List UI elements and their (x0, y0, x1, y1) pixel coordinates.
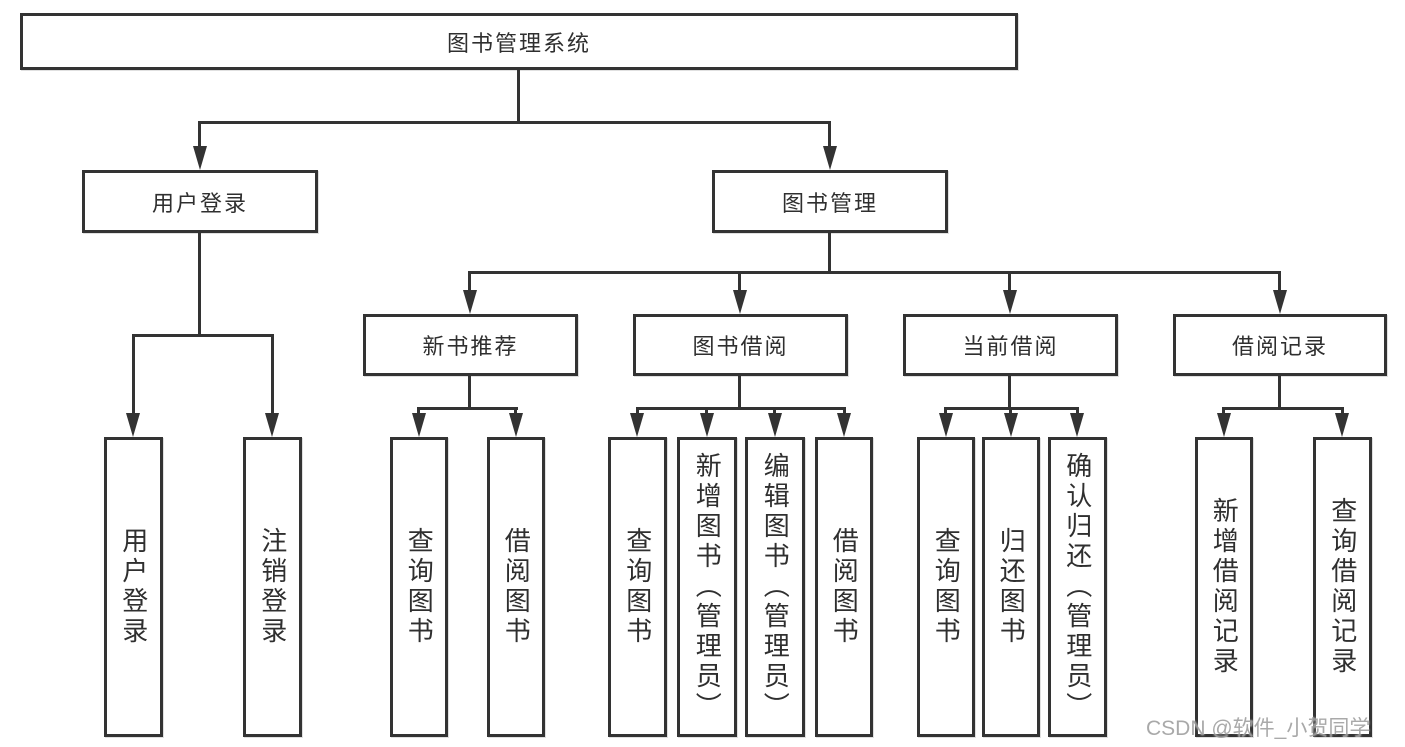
connector-arrowhead (630, 413, 644, 437)
connector-line (417, 407, 420, 416)
node-label: 查询图书 (404, 527, 435, 647)
node-leaf-borrow-books-2: 借阅图书 (815, 437, 873, 737)
connector-line (514, 407, 517, 416)
node-label: 查询借阅记录 (1327, 497, 1358, 677)
connector-line (1009, 407, 1012, 416)
node-book-management: 图书管理 (712, 170, 948, 233)
connector-arrowhead (193, 146, 207, 170)
connector-arrowhead (1004, 413, 1018, 437)
node-label: 查询图书 (931, 527, 962, 647)
node-label: 图书管理 (781, 190, 878, 216)
connector-line (1008, 374, 1011, 410)
connector-arrowhead (837, 413, 851, 437)
connector-line (773, 407, 776, 416)
connector-arrowhead (509, 413, 523, 437)
node-leaf-add-book-admin: 新增图书（管理员） (677, 437, 737, 737)
node-label: 编辑图书（管理员） (760, 452, 791, 722)
node-leaf-return-book: 归还图书 (982, 437, 1040, 737)
connector-arrowhead (126, 413, 140, 437)
connector-line (738, 374, 741, 410)
node-borrowing-records: 借阅记录 (1173, 314, 1387, 376)
watermark: CSDN @软件_小贺同学 (1146, 717, 1371, 740)
connector-arrowhead (265, 413, 279, 437)
node-label: 新书推荐 (422, 334, 519, 359)
node-leaf-query-books-3: 查询图书 (917, 437, 975, 737)
connector-line (468, 271, 1281, 274)
connector-line (132, 334, 274, 337)
connector-arrowhead (1217, 413, 1231, 437)
node-leaf-query-books-2: 查询图书 (608, 437, 667, 737)
node-label: 借阅记录 (1231, 334, 1328, 359)
connector-line (417, 407, 518, 410)
connector-line (738, 271, 741, 293)
connector-line (468, 271, 471, 293)
node-leaf-add-borrow-record: 新增借阅记录 (1195, 437, 1253, 737)
connector-line (198, 231, 201, 337)
node-leaf-confirm-return-admin: 确认归还（管理员） (1048, 437, 1107, 737)
connector-line (636, 407, 846, 410)
node-book-borrowing: 图书借阅 (633, 314, 848, 376)
connector-line (198, 121, 201, 149)
connector-line (132, 334, 135, 415)
node-label: 借阅图书 (501, 527, 532, 647)
node-leaf-borrow-books-1: 借阅图书 (487, 437, 545, 737)
node-label: 新增图书（管理员） (692, 452, 723, 722)
node-library-management-system: 图书管理系统 (20, 13, 1018, 70)
node-leaf-query-borrow-record: 查询借阅记录 (1313, 437, 1372, 737)
connector-line (944, 407, 947, 416)
connector-line (517, 68, 520, 124)
node-label: 归还图书 (996, 527, 1027, 647)
connector-line (1341, 407, 1344, 416)
node-label: 用户登录 (151, 190, 248, 216)
node-label: 确认归还（管理员） (1062, 452, 1093, 722)
connector-line (828, 231, 831, 273)
connector-arrowhead (733, 290, 747, 314)
connector-line (636, 407, 639, 416)
node-leaf-query-books-1: 查询图书 (390, 437, 448, 737)
connector-line (705, 407, 708, 416)
node-label: 用户登录 (118, 527, 149, 647)
connector-line (1008, 271, 1011, 293)
connector-line (468, 374, 471, 410)
node-label: 图书管理系统 (446, 30, 591, 56)
node-label: 当前借阅 (962, 334, 1059, 359)
connector-arrowhead (768, 413, 782, 437)
connector-line (828, 121, 831, 149)
connector-arrowhead (463, 290, 477, 314)
node-label: 图书借阅 (692, 334, 789, 359)
connector-arrowhead (412, 413, 426, 437)
node-leaf-logout: 注销登录 (243, 437, 302, 737)
connector-arrowhead (1003, 290, 1017, 314)
node-user-login: 用户登录 (82, 170, 318, 233)
connector-arrowhead (700, 413, 714, 437)
connector-line (1278, 374, 1281, 410)
connector-line (1278, 271, 1281, 293)
connector-arrowhead (1335, 413, 1349, 437)
connector-line (843, 407, 846, 416)
connector-line (271, 334, 274, 415)
node-current-borrowing: 当前借阅 (903, 314, 1118, 376)
connector-arrowhead (939, 413, 953, 437)
node-label: 注销登录 (257, 527, 288, 647)
node-leaf-edit-book-admin: 编辑图书（管理员） (745, 437, 805, 737)
connector-arrowhead (1273, 290, 1287, 314)
node-label: 查询图书 (622, 527, 653, 647)
connector-line (1222, 407, 1344, 410)
connector-line (1076, 407, 1079, 416)
node-new-book-recommendation: 新书推荐 (363, 314, 578, 376)
node-label: 借阅图书 (829, 527, 860, 647)
connector-arrowhead (1070, 413, 1084, 437)
connector-line (198, 121, 831, 124)
node-leaf-user-login: 用户登录 (104, 437, 163, 737)
node-label: 新增借阅记录 (1209, 497, 1240, 677)
connector-line (1222, 407, 1225, 416)
connector-arrowhead (823, 146, 837, 170)
